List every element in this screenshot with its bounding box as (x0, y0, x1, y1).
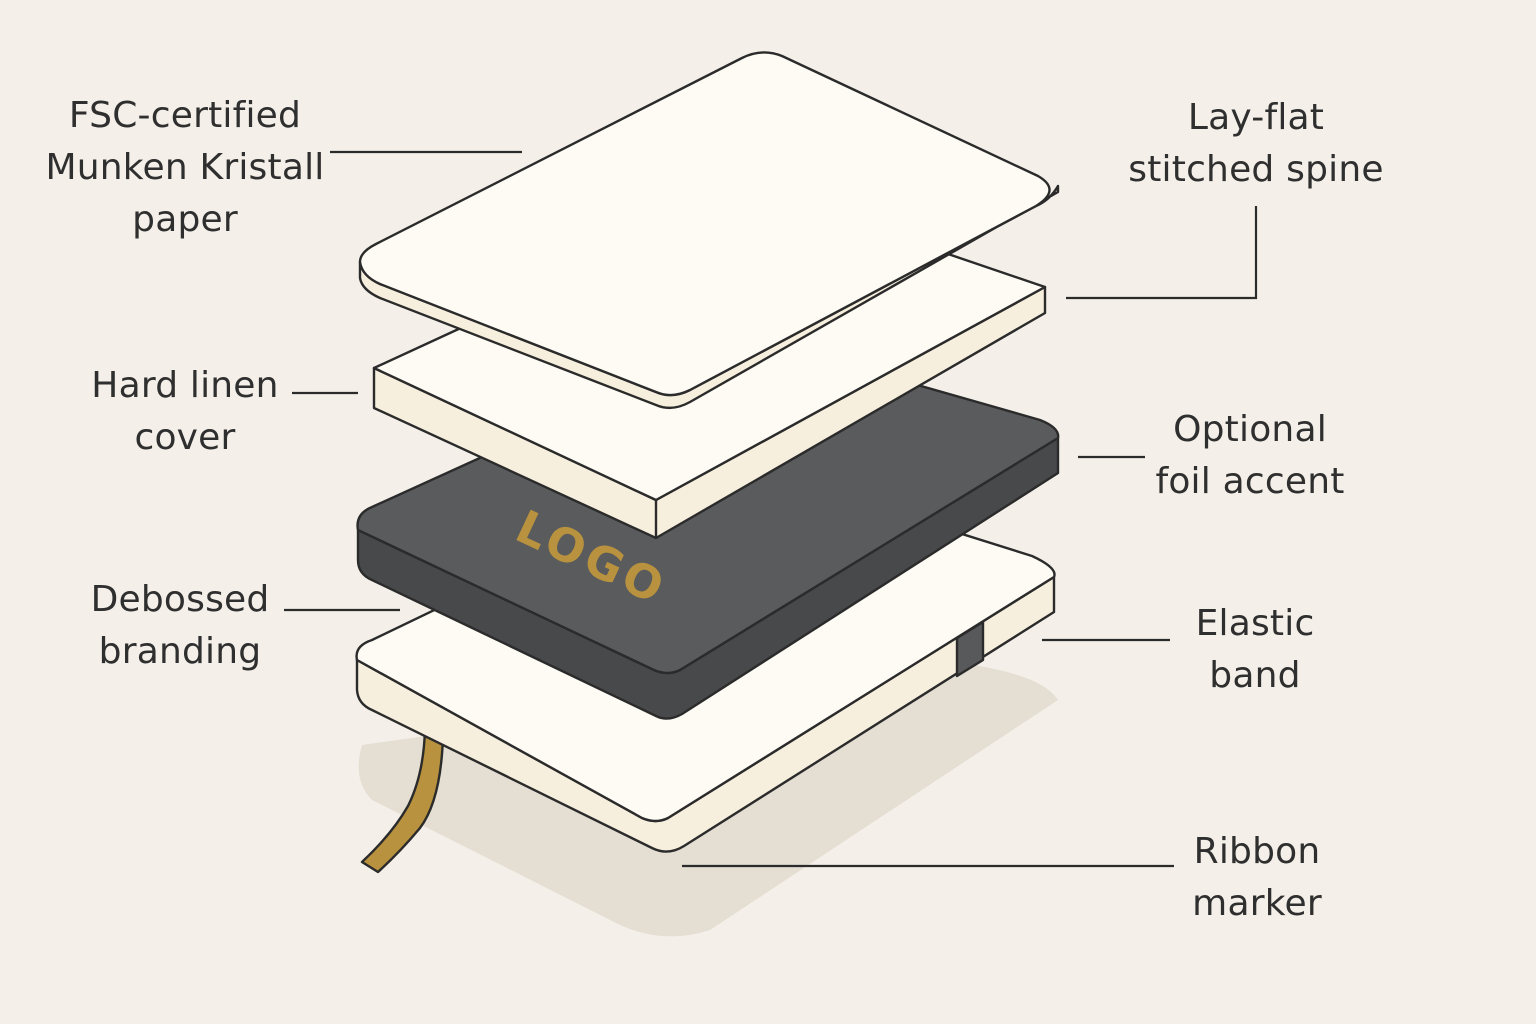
label-foil: Optional foil accent (1145, 404, 1355, 508)
label-paper-line-1: FSC-certified (68, 95, 302, 136)
label-paper-line-3: paper (132, 199, 238, 240)
label-elastic: Elastic band (1175, 598, 1335, 702)
label-paper-line-2: Munken Kristall (45, 147, 325, 188)
label-ribbon-line-2: marker (1192, 883, 1322, 924)
label-branding-line-1: Debossed (90, 579, 270, 620)
label-foil-line-2: foil accent (1155, 461, 1345, 502)
label-branding: Debossed branding (75, 574, 285, 678)
spine-leader (1066, 206, 1258, 300)
paper-sheet-layer (358, 51, 1060, 410)
label-spine-line-1: Lay-flat (1187, 97, 1325, 138)
label-paper: FSC-certified Munken Kristall paper (40, 90, 330, 246)
label-ribbon-line-1: Ribbon (1193, 831, 1321, 872)
label-cover-line-2: cover (134, 417, 236, 458)
label-spine-line-2: stitched spine (1128, 149, 1384, 190)
elastic-band (955, 620, 985, 678)
label-elastic-line-2: band (1209, 655, 1301, 696)
label-foil-line-1: Optional (1173, 409, 1327, 450)
label-branding-line-2: branding (98, 631, 262, 672)
label-elastic-line-1: Elastic (1195, 603, 1315, 644)
label-ribbon: Ribbon marker (1172, 826, 1342, 930)
label-cover: Hard linen cover (80, 360, 290, 464)
label-spine: Lay-flat stitched spine (1116, 92, 1396, 196)
ribbon-marker (360, 726, 445, 874)
label-cover-line-1: Hard linen (91, 365, 279, 406)
